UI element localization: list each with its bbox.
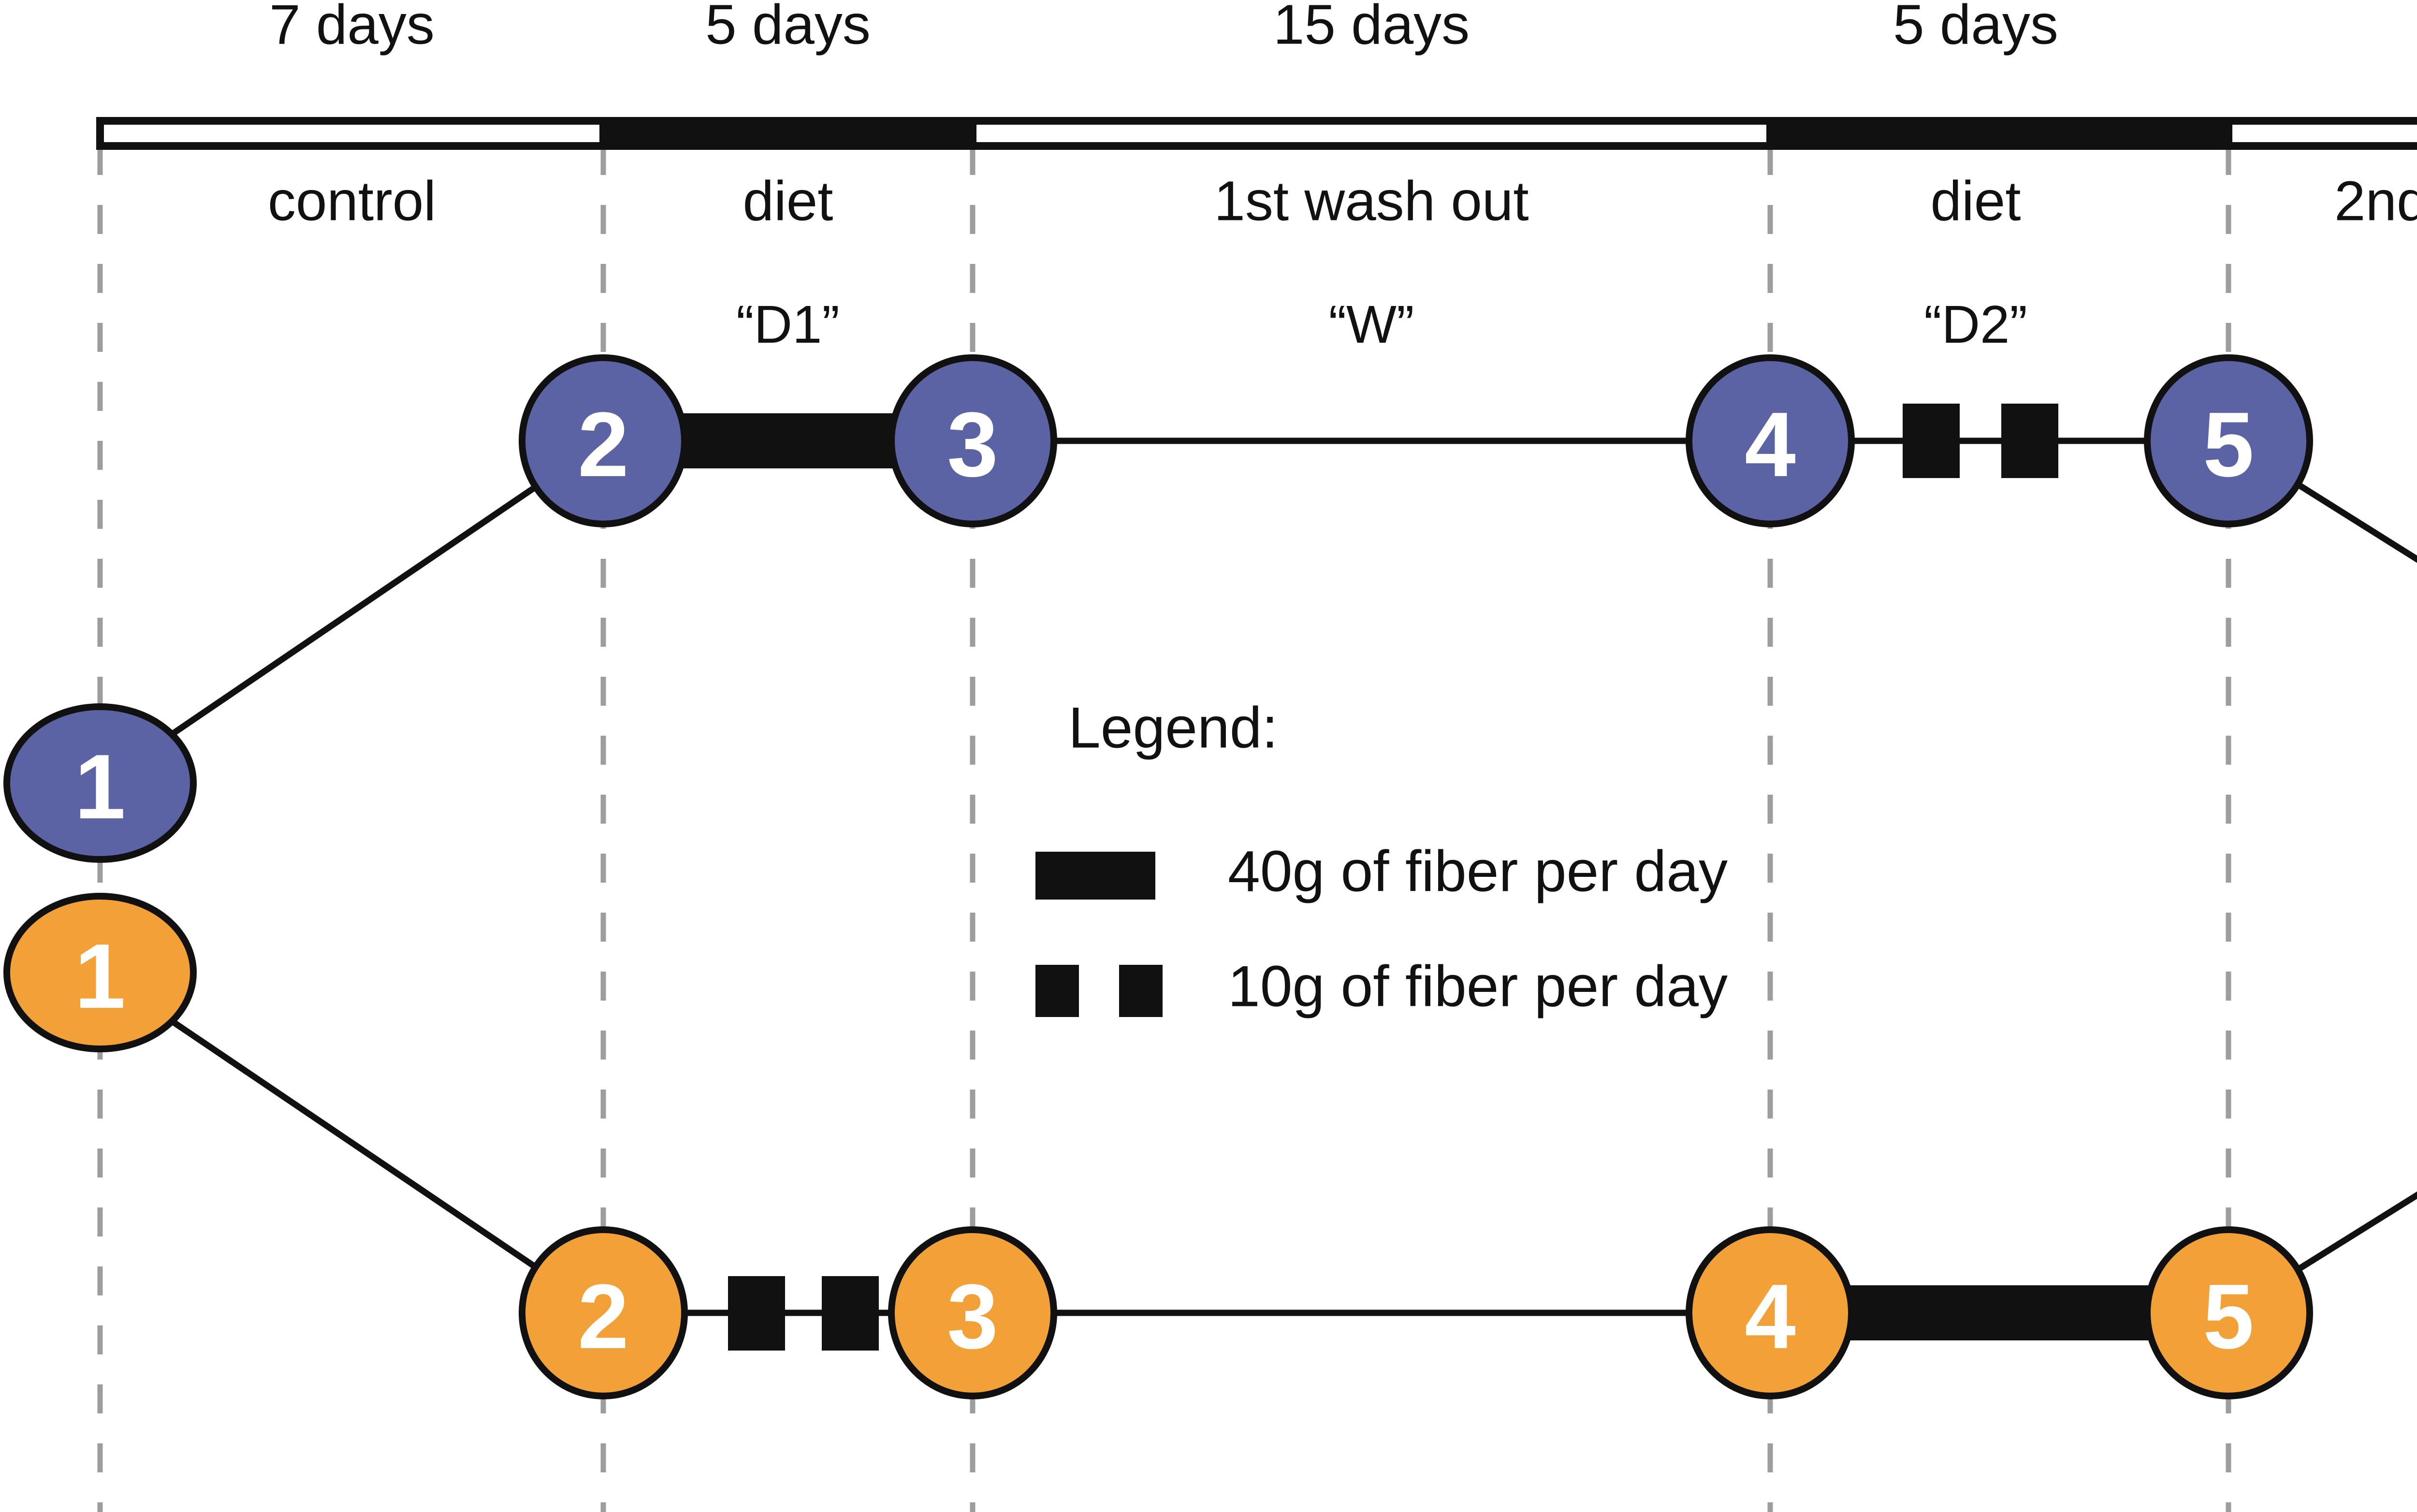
node-a-4[interactable]: 4	[1686, 354, 1855, 527]
node-a-4-shape[interactable]	[1686, 354, 1855, 527]
duration-label-1: 5 days	[705, 0, 871, 56]
node-b-5-label: 5	[2203, 1265, 2254, 1368]
node-b-4[interactable]: 4	[1686, 1226, 1855, 1399]
node-a-1-shape[interactable]	[3, 703, 197, 863]
phase-label-diet-1: diet	[743, 170, 833, 233]
node-a-1-label: 1	[74, 736, 126, 838]
legend-item-10g: 10g of fiber per day	[1035, 954, 1728, 1019]
duration-label-0: 7 days	[269, 0, 435, 56]
node-b-2-label: 2	[578, 1265, 629, 1368]
phase-labels: control diet 1st wash out diet 2nd wash …	[268, 170, 2417, 233]
node-b-1[interactable]: 1	[3, 893, 197, 1052]
node-b-3[interactable]: 3	[888, 1226, 1057, 1399]
connector-a-1-2	[98, 438, 605, 786]
node-a-4-label: 4	[1745, 393, 1796, 496]
connector-b-5-6	[2227, 1191, 2417, 1316]
node-a-5[interactable]: 5	[2144, 354, 2313, 527]
legend-title: Legend:	[1068, 696, 1278, 760]
legend: Legend: 40g of fiber per day 10g of fibe…	[1035, 696, 1728, 1019]
phase-label-washout-1: 1st wash out	[1214, 170, 1529, 233]
timeline-segment-diet-2-fill	[1770, 117, 2228, 150]
node-b-5[interactable]: 5	[2144, 1226, 2313, 1399]
legend-swatch-dash-square-2-icon	[1119, 965, 1163, 1017]
legend-swatch-dash-square-1-icon	[1035, 965, 1079, 1017]
node-b-4-label: 4	[1745, 1265, 1796, 1368]
connector-b-1-2	[98, 970, 605, 1316]
arm-a-nodes: 1 2 3 4 5 6	[3, 354, 2313, 863]
node-a-2[interactable]: 2	[519, 354, 688, 527]
node-a-3-label: 3	[947, 393, 998, 496]
arm-b-nodes: 1 2 3 4 5 6	[3, 893, 2313, 1399]
node-b-1-label: 1	[74, 925, 126, 1028]
code-label-d2: “D2”	[1924, 295, 2027, 354]
duration-labels: 7 days 5 days 15 days 5 days 7 days	[269, 0, 2058, 56]
timeline-segment-washout-2	[2225, 117, 2417, 150]
connector-b-2-3-dash-1	[728, 1276, 785, 1351]
node-b-4-shape[interactable]	[1686, 1226, 1855, 1399]
node-a-5-label: 5	[2203, 393, 2254, 496]
node-a-3[interactable]: 3	[888, 354, 1057, 527]
node-b-3-label: 3	[947, 1265, 998, 1368]
arm-b-connectors	[98, 970, 2417, 1351]
node-b-5-shape[interactable]	[2144, 1226, 2313, 1399]
legend-label-40g: 40g of fiber per day	[1228, 839, 1728, 904]
node-b-2-shape[interactable]	[519, 1226, 688, 1399]
timeline-bar	[96, 117, 2417, 150]
phase-label-diet-2: diet	[1930, 170, 2021, 233]
node-b-3-shape[interactable]	[888, 1226, 1057, 1399]
connector-a-4-5-dash-1	[1903, 404, 1960, 478]
node-a-2-label: 2	[578, 393, 629, 496]
phase-label-washout-2: 2nd wash out	[2334, 170, 2417, 233]
timeline-segment-control	[96, 117, 607, 150]
legend-swatch-solid-bar-icon	[1035, 852, 1155, 900]
node-b-1-shape[interactable]	[3, 893, 197, 1052]
code-label-d1: “D1”	[736, 295, 840, 354]
connector-b-2-3-dash-2	[822, 1276, 879, 1351]
timeline-segment-washout-1	[969, 117, 1774, 150]
node-a-2-shape[interactable]	[519, 354, 688, 527]
duration-label-2: 15 days	[1273, 0, 1470, 56]
node-a-5-shape[interactable]	[2144, 354, 2313, 527]
timeline-segment-diet-1-fill	[603, 117, 973, 150]
legend-item-40g: 40g of fiber per day	[1035, 839, 1728, 904]
connector-a-4-5-dash-2	[2001, 404, 2058, 478]
connector-a-5-6	[2227, 438, 2417, 563]
node-a-1[interactable]: 1	[3, 703, 197, 863]
duration-label-3: 5 days	[1893, 0, 2058, 56]
phase-code-labels: “D1” “W” “D2”	[736, 295, 2027, 354]
phase-label-control: control	[268, 170, 436, 233]
code-label-w: “W”	[1328, 295, 1414, 354]
legend-label-10g: 10g of fiber per day	[1228, 954, 1728, 1019]
node-a-3-shape[interactable]	[888, 354, 1057, 527]
node-b-2[interactable]: 2	[519, 1226, 688, 1399]
